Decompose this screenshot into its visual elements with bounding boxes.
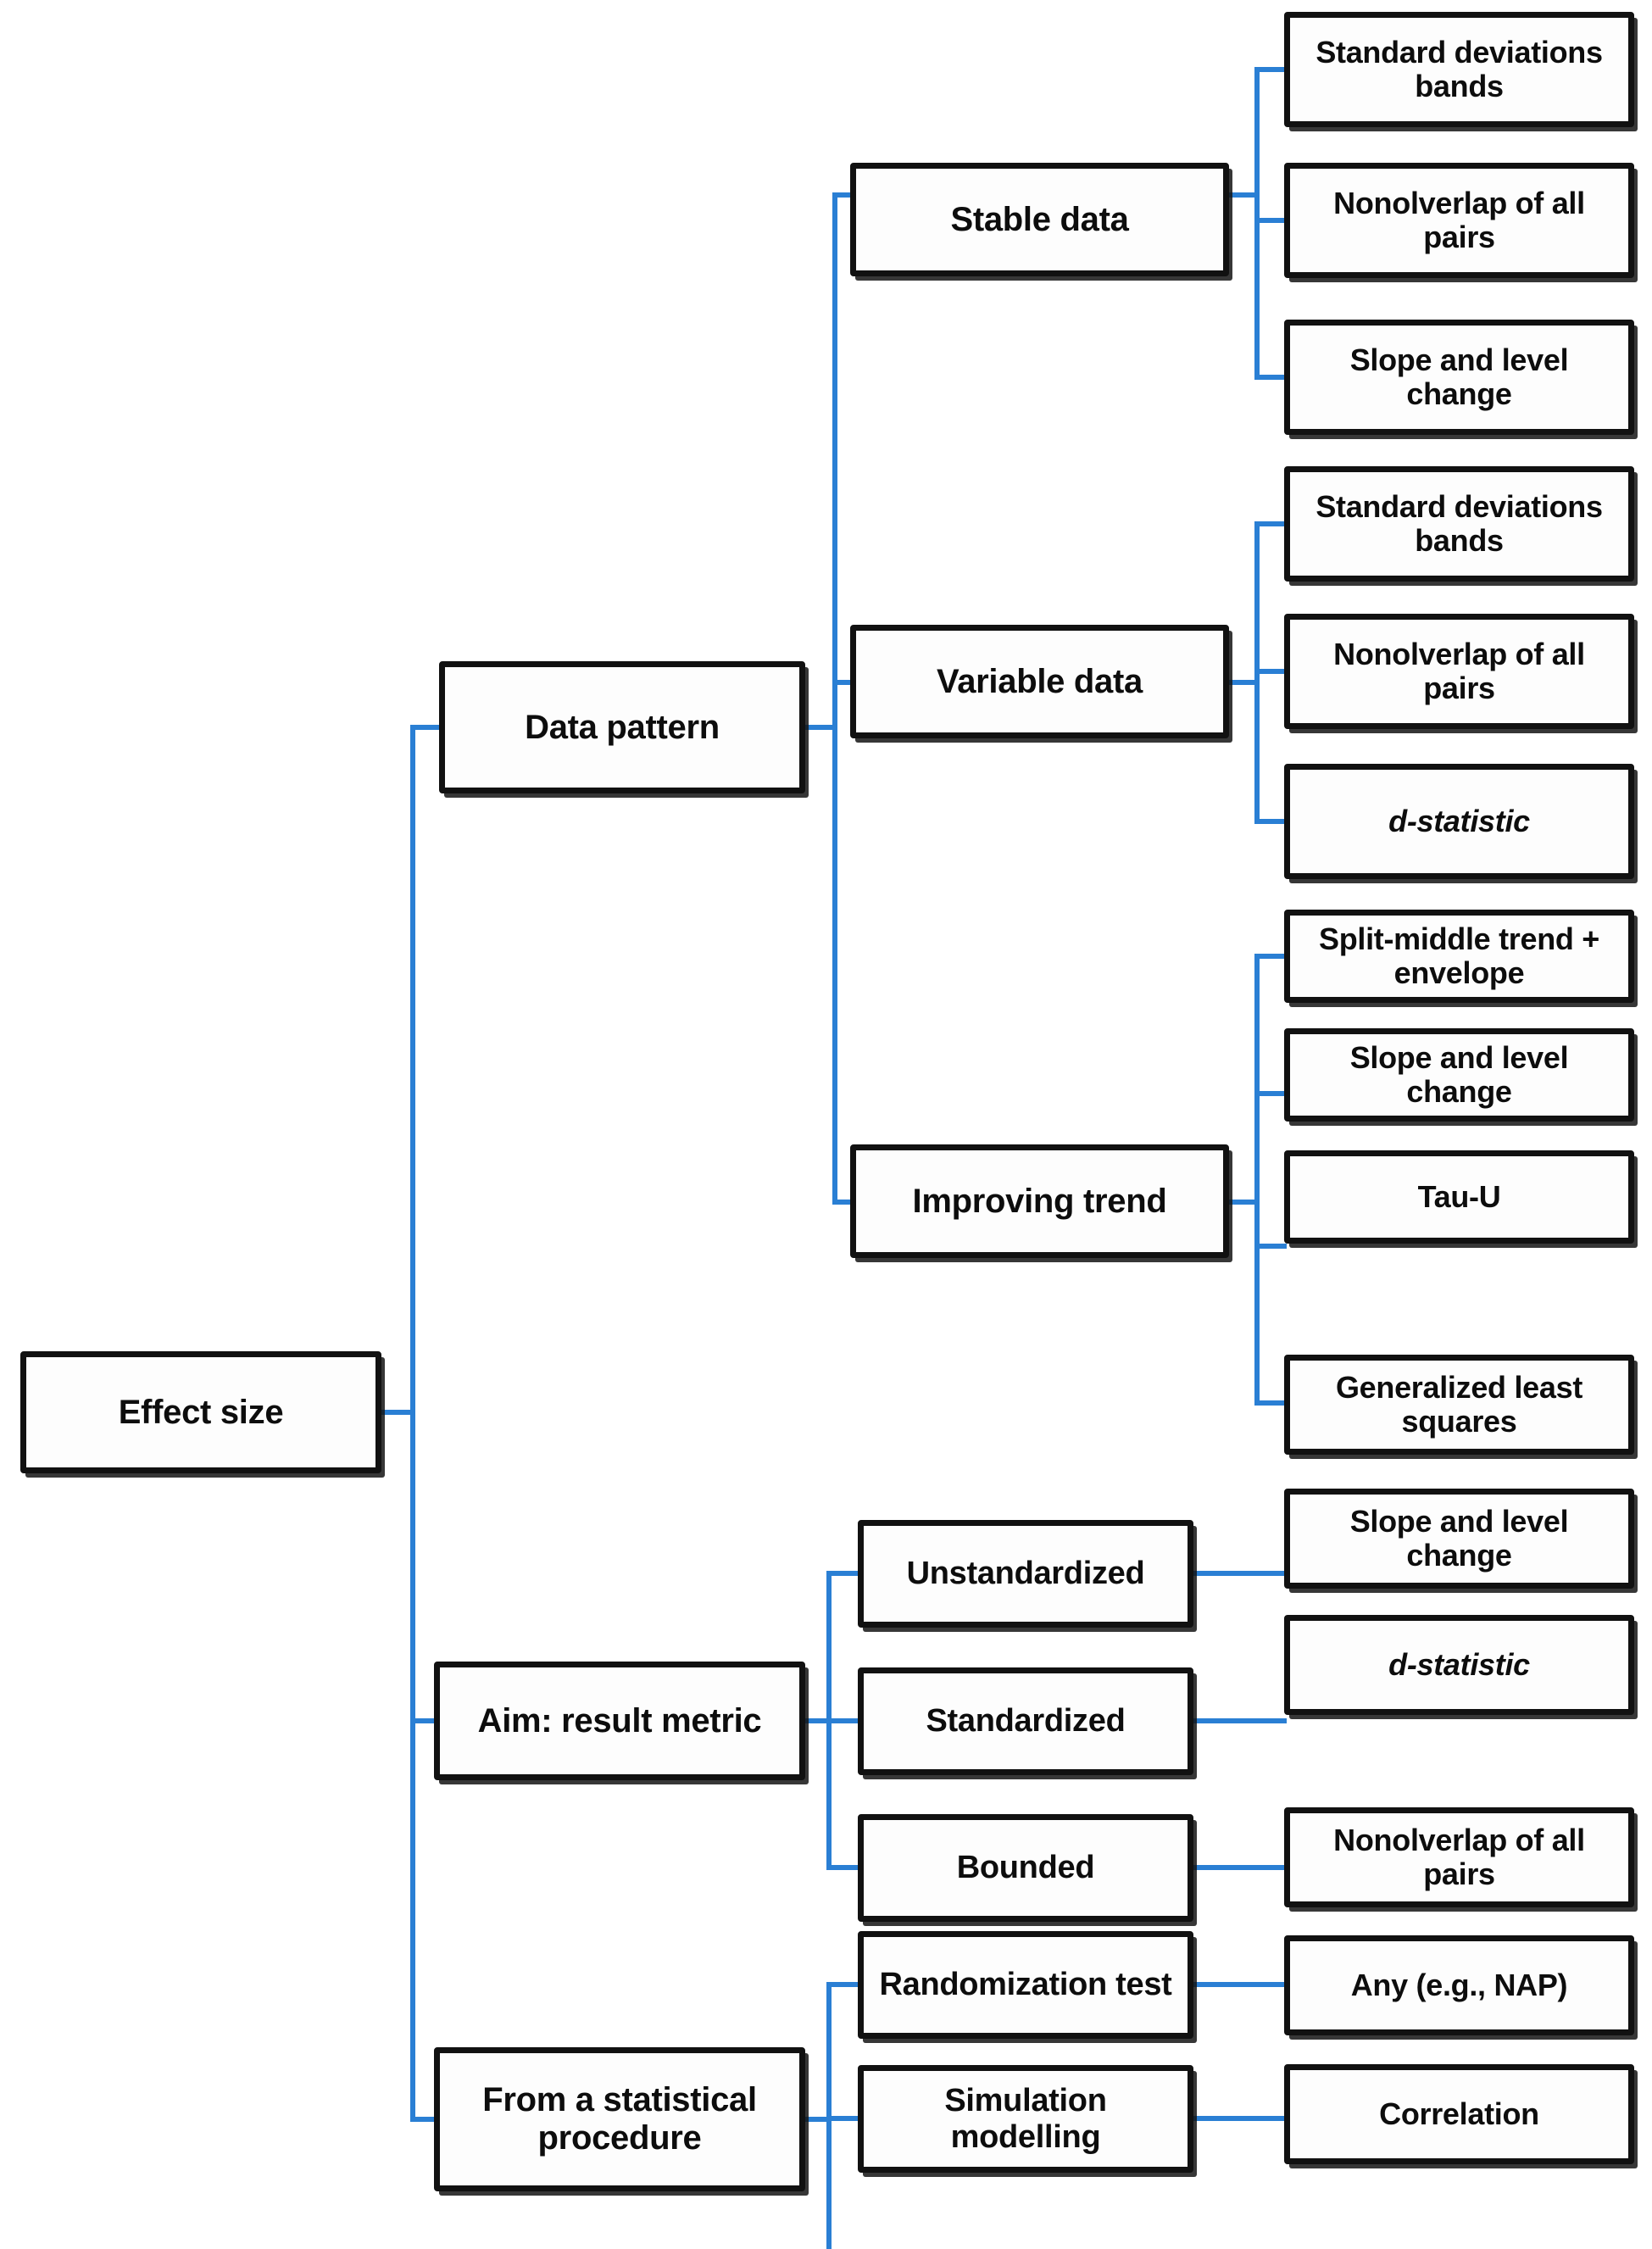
node-label: From a statistical procedure — [482, 2081, 757, 2157]
node-aim-result-metric[interactable]: Aim: result metric — [434, 1662, 805, 1780]
node-effect-size[interactable]: Effect size — [20, 1351, 381, 1473]
node-d-statistic-2[interactable]: d-statistic — [1284, 1615, 1634, 1715]
node-standard-deviations-bands-1[interactable]: Standard deviations bands — [1284, 12, 1634, 127]
node-label: Standard deviations bands — [1315, 488, 1603, 558]
node-label: Unstandardized — [906, 1556, 1145, 1592]
node-correlation[interactable]: Correlation — [1284, 2064, 1634, 2164]
node-label: d-statistic — [1388, 1646, 1530, 1682]
node-improving-trend[interactable]: Improving trend — [850, 1144, 1229, 1258]
node-label: Slope and level change — [1349, 342, 1569, 411]
node-label: Nonolverlap of all pairs — [1333, 185, 1585, 254]
node-label: Generalized least squares — [1335, 1369, 1583, 1439]
node-nonoverlap-of-all-pairs-1[interactable]: Nonolverlap of all pairs — [1284, 163, 1634, 278]
node-from-a-statistical-procedure[interactable]: From a statistical procedure — [434, 2047, 805, 2191]
node-slope-and-level-change-2[interactable]: Slope and level change — [1284, 1028, 1634, 1122]
node-label: Correlation — [1379, 2096, 1539, 2131]
node-bounded[interactable]: Bounded — [858, 1814, 1193, 1922]
node-label: Bounded — [956, 1850, 1095, 1886]
node-unstandardized[interactable]: Unstandardized — [858, 1520, 1193, 1628]
node-label: Nonolverlap of all pairs — [1333, 636, 1585, 705]
node-generalized-least-squares[interactable]: Generalized least squares — [1284, 1355, 1634, 1455]
node-label: Nonolverlap of all pairs — [1333, 1822, 1585, 1891]
node-label: Randomization test — [879, 1967, 1172, 2003]
node-label: Simulation modelling — [944, 2082, 1107, 2155]
node-label: Aim: result metric — [477, 1701, 762, 1740]
node-tau-u[interactable]: Tau-U — [1284, 1150, 1634, 1244]
node-split-middle-trend-envelope[interactable]: Split-middle trend + envelope — [1284, 910, 1634, 1003]
node-slope-and-level-change-1[interactable]: Slope and level change — [1284, 320, 1634, 435]
node-label: d-statistic — [1388, 803, 1530, 838]
node-randomization-test[interactable]: Randomization test — [858, 1931, 1193, 2039]
node-label: Data pattern — [525, 708, 720, 746]
node-label: Improving trend — [912, 1182, 1167, 1220]
node-label: Stable data — [950, 200, 1129, 238]
node-any-eg-nap[interactable]: Any (e.g., NAP) — [1284, 1935, 1634, 2035]
node-label: Tau-U — [1417, 1178, 1501, 1214]
node-d-statistic-1[interactable]: d-statistic — [1284, 764, 1634, 879]
node-simulation-modelling[interactable]: Simulation modelling — [858, 2065, 1193, 2173]
node-label: Standard deviations bands — [1315, 34, 1603, 103]
node-label: Effect size — [118, 1393, 284, 1431]
node-data-pattern[interactable]: Data pattern — [439, 661, 805, 793]
node-label: Any (e.g., NAP) — [1350, 1967, 1568, 2002]
node-label: Slope and level change — [1349, 1503, 1569, 1573]
node-label: Slope and level change — [1349, 1039, 1569, 1109]
node-label: Split-middle trend + envelope — [1318, 921, 1600, 990]
node-standardized[interactable]: Standardized — [858, 1667, 1193, 1775]
node-nonoverlap-of-all-pairs-2[interactable]: Nonolverlap of all pairs — [1284, 614, 1634, 729]
node-variable-data[interactable]: Variable data — [850, 625, 1229, 738]
node-label: Standardized — [926, 1703, 1126, 1740]
node-nonoverlap-of-all-pairs-3[interactable]: Nonolverlap of all pairs — [1284, 1807, 1634, 1907]
node-stable-data[interactable]: Stable data — [850, 163, 1229, 276]
node-label: Variable data — [937, 662, 1143, 700]
node-standard-deviations-bands-2[interactable]: Standard deviations bands — [1284, 466, 1634, 582]
node-slope-and-level-change-3[interactable]: Slope and level change — [1284, 1489, 1634, 1589]
